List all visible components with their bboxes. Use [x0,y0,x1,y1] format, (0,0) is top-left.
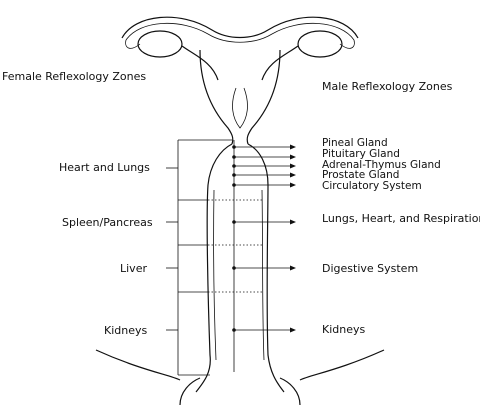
pointer-arrow [232,163,296,169]
pointer-arrow [232,144,296,150]
pointer-arrow [232,327,296,333]
male-zone-label: Kidneys [322,323,366,336]
female-zone-label: Heart and Lungs [59,161,150,174]
uterus-illustration [95,16,385,405]
pointer-arrow [232,154,296,160]
male-zone-label: Adrenal-Thymus Gland [322,159,441,171]
female-heading: Female Reflexology Zones [2,70,146,83]
female-zone-label: Liver [120,262,147,275]
male-zone-label: Lungs, Heart, and Respiration [322,212,480,225]
female-zone-label: Spleen/Pancreas [62,216,153,229]
female-zone-label: Kidneys [104,324,148,337]
pointer-arrow [232,219,296,225]
male-zone-pointers [232,140,296,372]
male-zone-label: Pineal Gland [322,137,388,149]
female-zone-bracket [166,139,262,376]
male-zone-label: Circulatory System [322,180,422,192]
pointer-arrow [232,172,296,178]
male-zone-label: Digestive System [322,262,418,275]
male-heading: Male Reflexology Zones [322,80,453,93]
male-zone-label: Prostate Gland [322,169,399,181]
pointer-arrow [232,182,296,188]
pointer-arrow [232,265,296,271]
male-zone-label: Pituitary Gland [322,148,400,160]
